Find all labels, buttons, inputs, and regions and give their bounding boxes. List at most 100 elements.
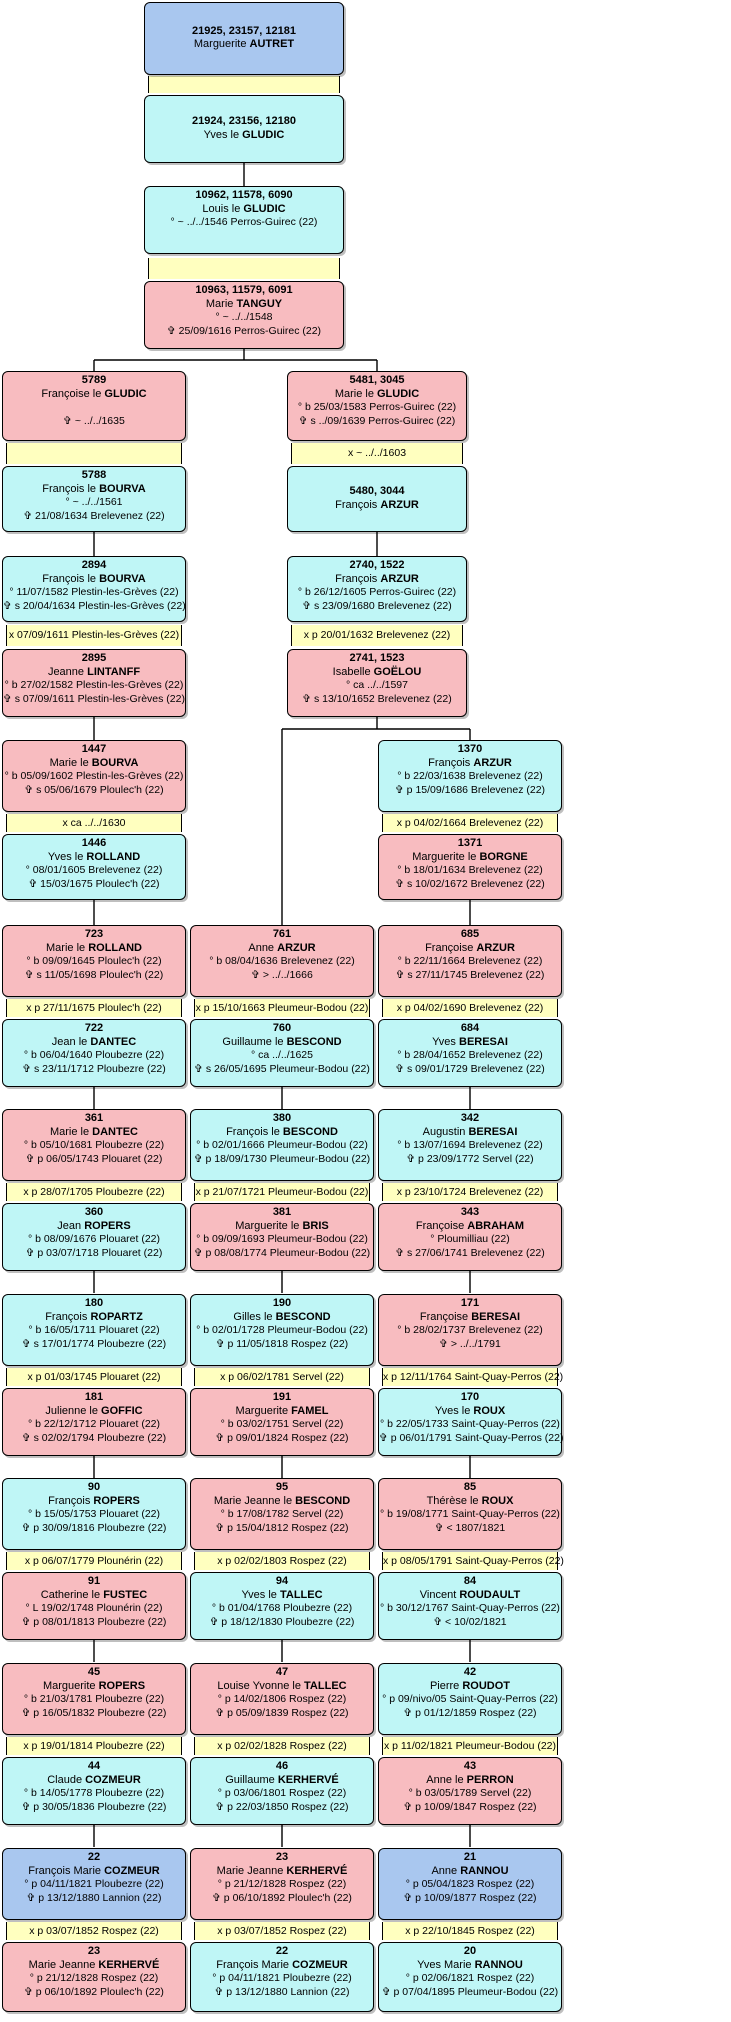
marriage-45: x p 19/01/1814 Ploubezre (22)	[6, 1737, 182, 1755]
marriage-85: x p 08/05/1791 Saint-Quay-Perros (22)	[382, 1552, 564, 1570]
surname: ARZUR	[277, 941, 316, 954]
given-name: Marguerite	[42, 1679, 96, 1692]
surname: BRIS	[302, 1219, 329, 1232]
given-name: Jean	[57, 1219, 82, 1232]
marriage-root	[148, 76, 340, 93]
person-name: Jean le DANTEC	[3, 1036, 185, 1050]
surname: FAMEL	[291, 1404, 329, 1417]
surname: FUSTEC	[103, 1588, 148, 1601]
sosa-number: 10962, 11578, 6090	[195, 189, 293, 201]
sosa-number: 5480, 3044	[349, 485, 405, 497]
birth-info: ° b 06/04/1640 Ploubezre (22)	[23, 1049, 165, 1061]
death-info: ✞ ~ ../../1635	[63, 414, 125, 427]
sosa-number: 180	[84, 1297, 104, 1309]
person-name: Marie le BOURVA	[3, 757, 185, 771]
given-name: François	[428, 756, 471, 769]
given-name: Gilles le	[233, 1310, 273, 1323]
sosa-number: 84	[463, 1575, 477, 1587]
surname: ARZUR	[476, 941, 515, 954]
given-name: Marguerite	[235, 1404, 289, 1417]
given-name: Augustin	[422, 1125, 466, 1138]
sosa-number: 342	[460, 1112, 480, 1124]
sosa-number: 2740, 1522	[349, 559, 405, 571]
surname: KERHERVÉ	[286, 1864, 348, 1877]
death-info: ✞ 21/08/1634 Brelevenez (22)	[23, 509, 165, 522]
marriage-5481: x ~ ../../1603	[291, 443, 463, 464]
sosa-number: 2895	[81, 652, 107, 664]
sosa-number: 23	[87, 1945, 101, 1957]
surname: GLUDIC	[377, 387, 420, 400]
marriage-42: x p 11/02/1821 Pleumeur-Bodou (22)	[382, 1737, 558, 1755]
marriage-5789	[6, 443, 182, 464]
sosa-number: 171	[460, 1297, 480, 1309]
given-name: François le	[42, 572, 97, 585]
surname: ARZUR	[473, 756, 512, 769]
surname: AUTRET	[249, 38, 295, 50]
sosa-number: 91	[87, 1575, 101, 1587]
sosa-number: 94	[275, 1575, 289, 1587]
death-info: ✞ s 13/10/1652 Brelevenez (22)	[302, 692, 452, 705]
birth-info: ° 11/07/1582 Plestin-les-Grèves (22)	[9, 586, 179, 598]
death-info: ✞ p 05/09/1839 Rospez (22)	[215, 1706, 349, 1719]
given-name: Marguerite	[193, 38, 247, 50]
birth-info: ° b 03/05/1789 Servel (22)	[408, 1787, 532, 1799]
birth-info: ° b 26/12/1605 Perros-Guirec (22)	[297, 586, 457, 598]
death-info: ✞ p 09/01/1824 Rospez (22)	[215, 1431, 349, 1444]
birth-info: ° b 01/04/1768 Ploubezre (22)	[211, 1602, 353, 1614]
surname: ARZUR	[380, 572, 419, 585]
birth-info: ° ~ ../../1548	[215, 311, 273, 323]
